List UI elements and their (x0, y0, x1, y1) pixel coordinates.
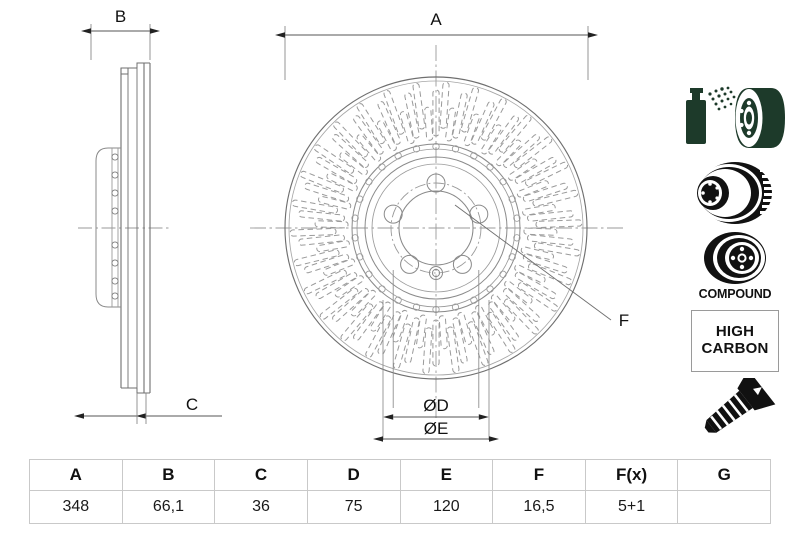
high-carbon-line2: CARBON (701, 340, 769, 357)
spec-header-b: B (121, 459, 216, 491)
spec-value-fx: 5+1 (584, 490, 679, 524)
feature-icon-rail: COMPOUND HIGH CARBON (683, 82, 793, 438)
high-carbon-line1: HIGH (715, 323, 755, 341)
spec-value-g (677, 490, 771, 524)
spec-value-e: 120 (399, 490, 494, 524)
spec-value-c: 36 (214, 490, 308, 524)
spec-value-f: 16,5 (492, 490, 586, 524)
spec-header-fx: F(x) (584, 459, 679, 491)
disc-outer-edge (284, 76, 588, 380)
technical-drawing-svg: B (74, 7, 629, 442)
spec-header-f: F (492, 459, 586, 491)
wheel-bolt-holes (383, 173, 489, 274)
dimension-diameter-d: ØD (383, 270, 489, 420)
countersunk-screw-icon (691, 378, 793, 438)
hub-hole-column (111, 153, 119, 300)
leader-line-f: F (454, 204, 629, 330)
dimension-e-label: ØE (424, 419, 449, 438)
dimension-a-label: A (430, 10, 442, 29)
dimension-b: B (81, 7, 160, 60)
dimension-d-label: ØD (423, 396, 449, 415)
spec-header-a: A (29, 459, 123, 491)
spec-header-d: D (306, 459, 401, 491)
bolt-circle (390, 182, 482, 274)
spec-value-d: 75 (306, 490, 401, 524)
dimension-f-label: F (619, 311, 629, 330)
disc-face-view: A (250, 10, 629, 442)
bell-outer-circle (351, 143, 521, 313)
spray-coated-disc-icon (683, 82, 793, 154)
dimension-c-label: C (186, 395, 198, 414)
dimension-a: A (275, 10, 598, 80)
spec-value-b: 66,1 (121, 490, 216, 524)
bell-hole-ring (351, 142, 521, 314)
spec-header-e: E (399, 459, 494, 491)
vented-disc-icon (683, 160, 793, 226)
dimension-c: C (74, 393, 222, 424)
high-carbon-box: HIGH CARBON (691, 310, 779, 372)
compound-label: COMPOUND (698, 287, 772, 301)
spec-value-a: 348 (29, 490, 123, 524)
dimension-diameter-e: ØE (373, 300, 499, 442)
side-section-view: B (74, 7, 222, 424)
spec-header-g: G (677, 459, 771, 491)
compound-disc-icon: COMPOUND (683, 230, 793, 301)
locating-pin-hole (429, 266, 443, 280)
center-bore (398, 190, 474, 266)
spec-header-c: C (214, 459, 308, 491)
dimension-b-label: B (115, 7, 126, 26)
